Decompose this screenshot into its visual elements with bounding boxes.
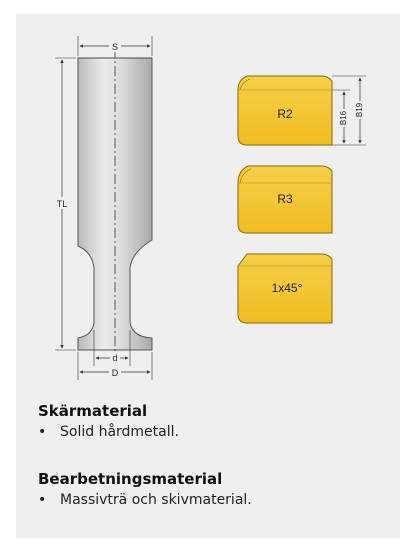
list-item-text: Solid hårdmetall. [60,424,179,440]
profile-r2: R2 B16 B19 [237,75,366,146]
profile-r2-label: R2 [277,107,293,121]
router-bit [77,48,153,362]
dim-b16-label: B16 [339,110,348,125]
dim-tl-label: TL [57,199,68,209]
profile-r3-label: R3 [277,192,293,206]
info-section: Skärmaterial • Solid hårdmetall. Bearbet… [38,402,378,510]
profile-r3: R3 [237,165,333,234]
dimension-s: S [77,36,153,56]
list-item-text: Massivträ och skivmaterial. [60,492,252,508]
profile-chamfer: 1x45° [237,253,333,324]
bullet-marker: • [38,424,47,440]
cutting-material-section: Skärmaterial • Solid hårdmetall. [38,402,378,442]
bullet-marker: • [38,492,47,508]
technical-drawing: S TL d D R2 B16 B19 [55,36,366,380]
dim-b19-label: B19 [355,102,364,117]
list-item: • Solid hårdmetall. [38,422,378,442]
bit-body [77,57,153,351]
profile-r2-shape [237,75,333,146]
cutting-material-title: Skärmaterial [38,402,148,420]
dimension-d-small: d [93,330,131,366]
list-item: • Massivträ och skivmaterial. [38,490,378,510]
dimension-d-large: D [77,352,153,380]
dim-d-large-label: D [112,368,119,378]
dimension-tl: TL [55,57,76,351]
work-material-title: Bearbetningsmaterial [38,470,223,488]
work-material-section: Bearbetningsmaterial • Massivträ och ski… [38,470,378,510]
profile-chamfer-label: 1x45° [272,281,303,295]
dim-d-small-label: d [112,353,117,363]
profile-chamfer-shape [237,253,333,324]
dim-s-label: S [112,42,118,52]
